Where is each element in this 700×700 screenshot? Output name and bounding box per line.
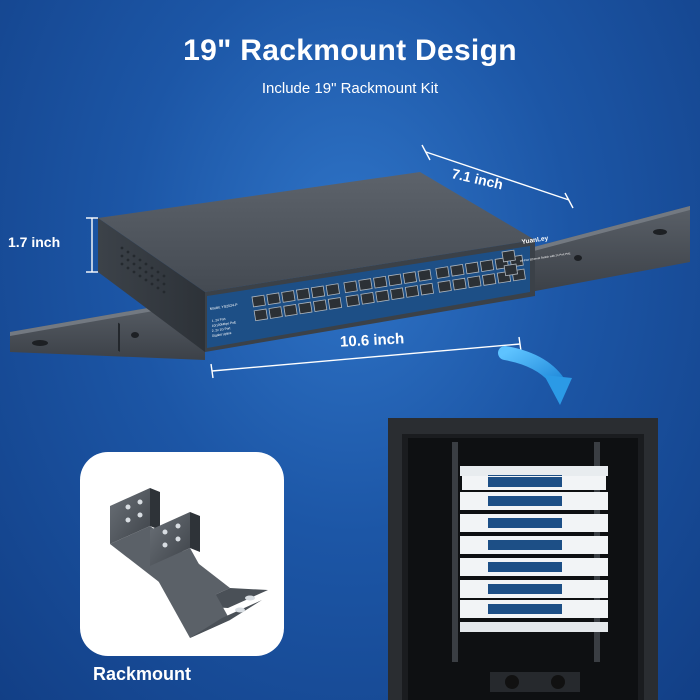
page-subtitle: Include 19" Rackmount Kit	[261, 80, 439, 97]
right-rack-ear	[530, 206, 690, 292]
switch-spec-4: Gigabit Uplink	[212, 331, 233, 338]
side-vents	[120, 246, 166, 294]
switch-spec-1: 1. 24 Port	[212, 317, 226, 323]
dimension-lines	[86, 144, 574, 379]
height-dimension-label: 1.7 inch	[8, 234, 61, 250]
switch-model: Model: YS2024-P	[210, 303, 239, 311]
cabinet-switch-units	[460, 466, 608, 632]
rackmount-bracket-icon	[110, 488, 268, 638]
switch-spec-2: 10/100Mbps PoE	[212, 320, 237, 328]
switch-spec-3: 2. 2x 1G Port	[212, 326, 231, 333]
curved-arrow-icon	[498, 346, 572, 405]
switch-brand: YuanLey	[521, 235, 549, 246]
rackmount-label: Rackmount	[92, 664, 191, 684]
port-array	[251, 249, 526, 322]
switch-description: 26-Port Ethernet Switch with 24 Port PoE	[520, 251, 571, 263]
switch-labels: YuanLey Model: YS2024-P 1. 24 Port 10/10…	[210, 235, 571, 338]
server-cabinet	[388, 418, 658, 700]
page-title: 19" Rackmount Design	[183, 34, 517, 67]
width-dimension-label: 10.6 inch	[339, 330, 405, 351]
